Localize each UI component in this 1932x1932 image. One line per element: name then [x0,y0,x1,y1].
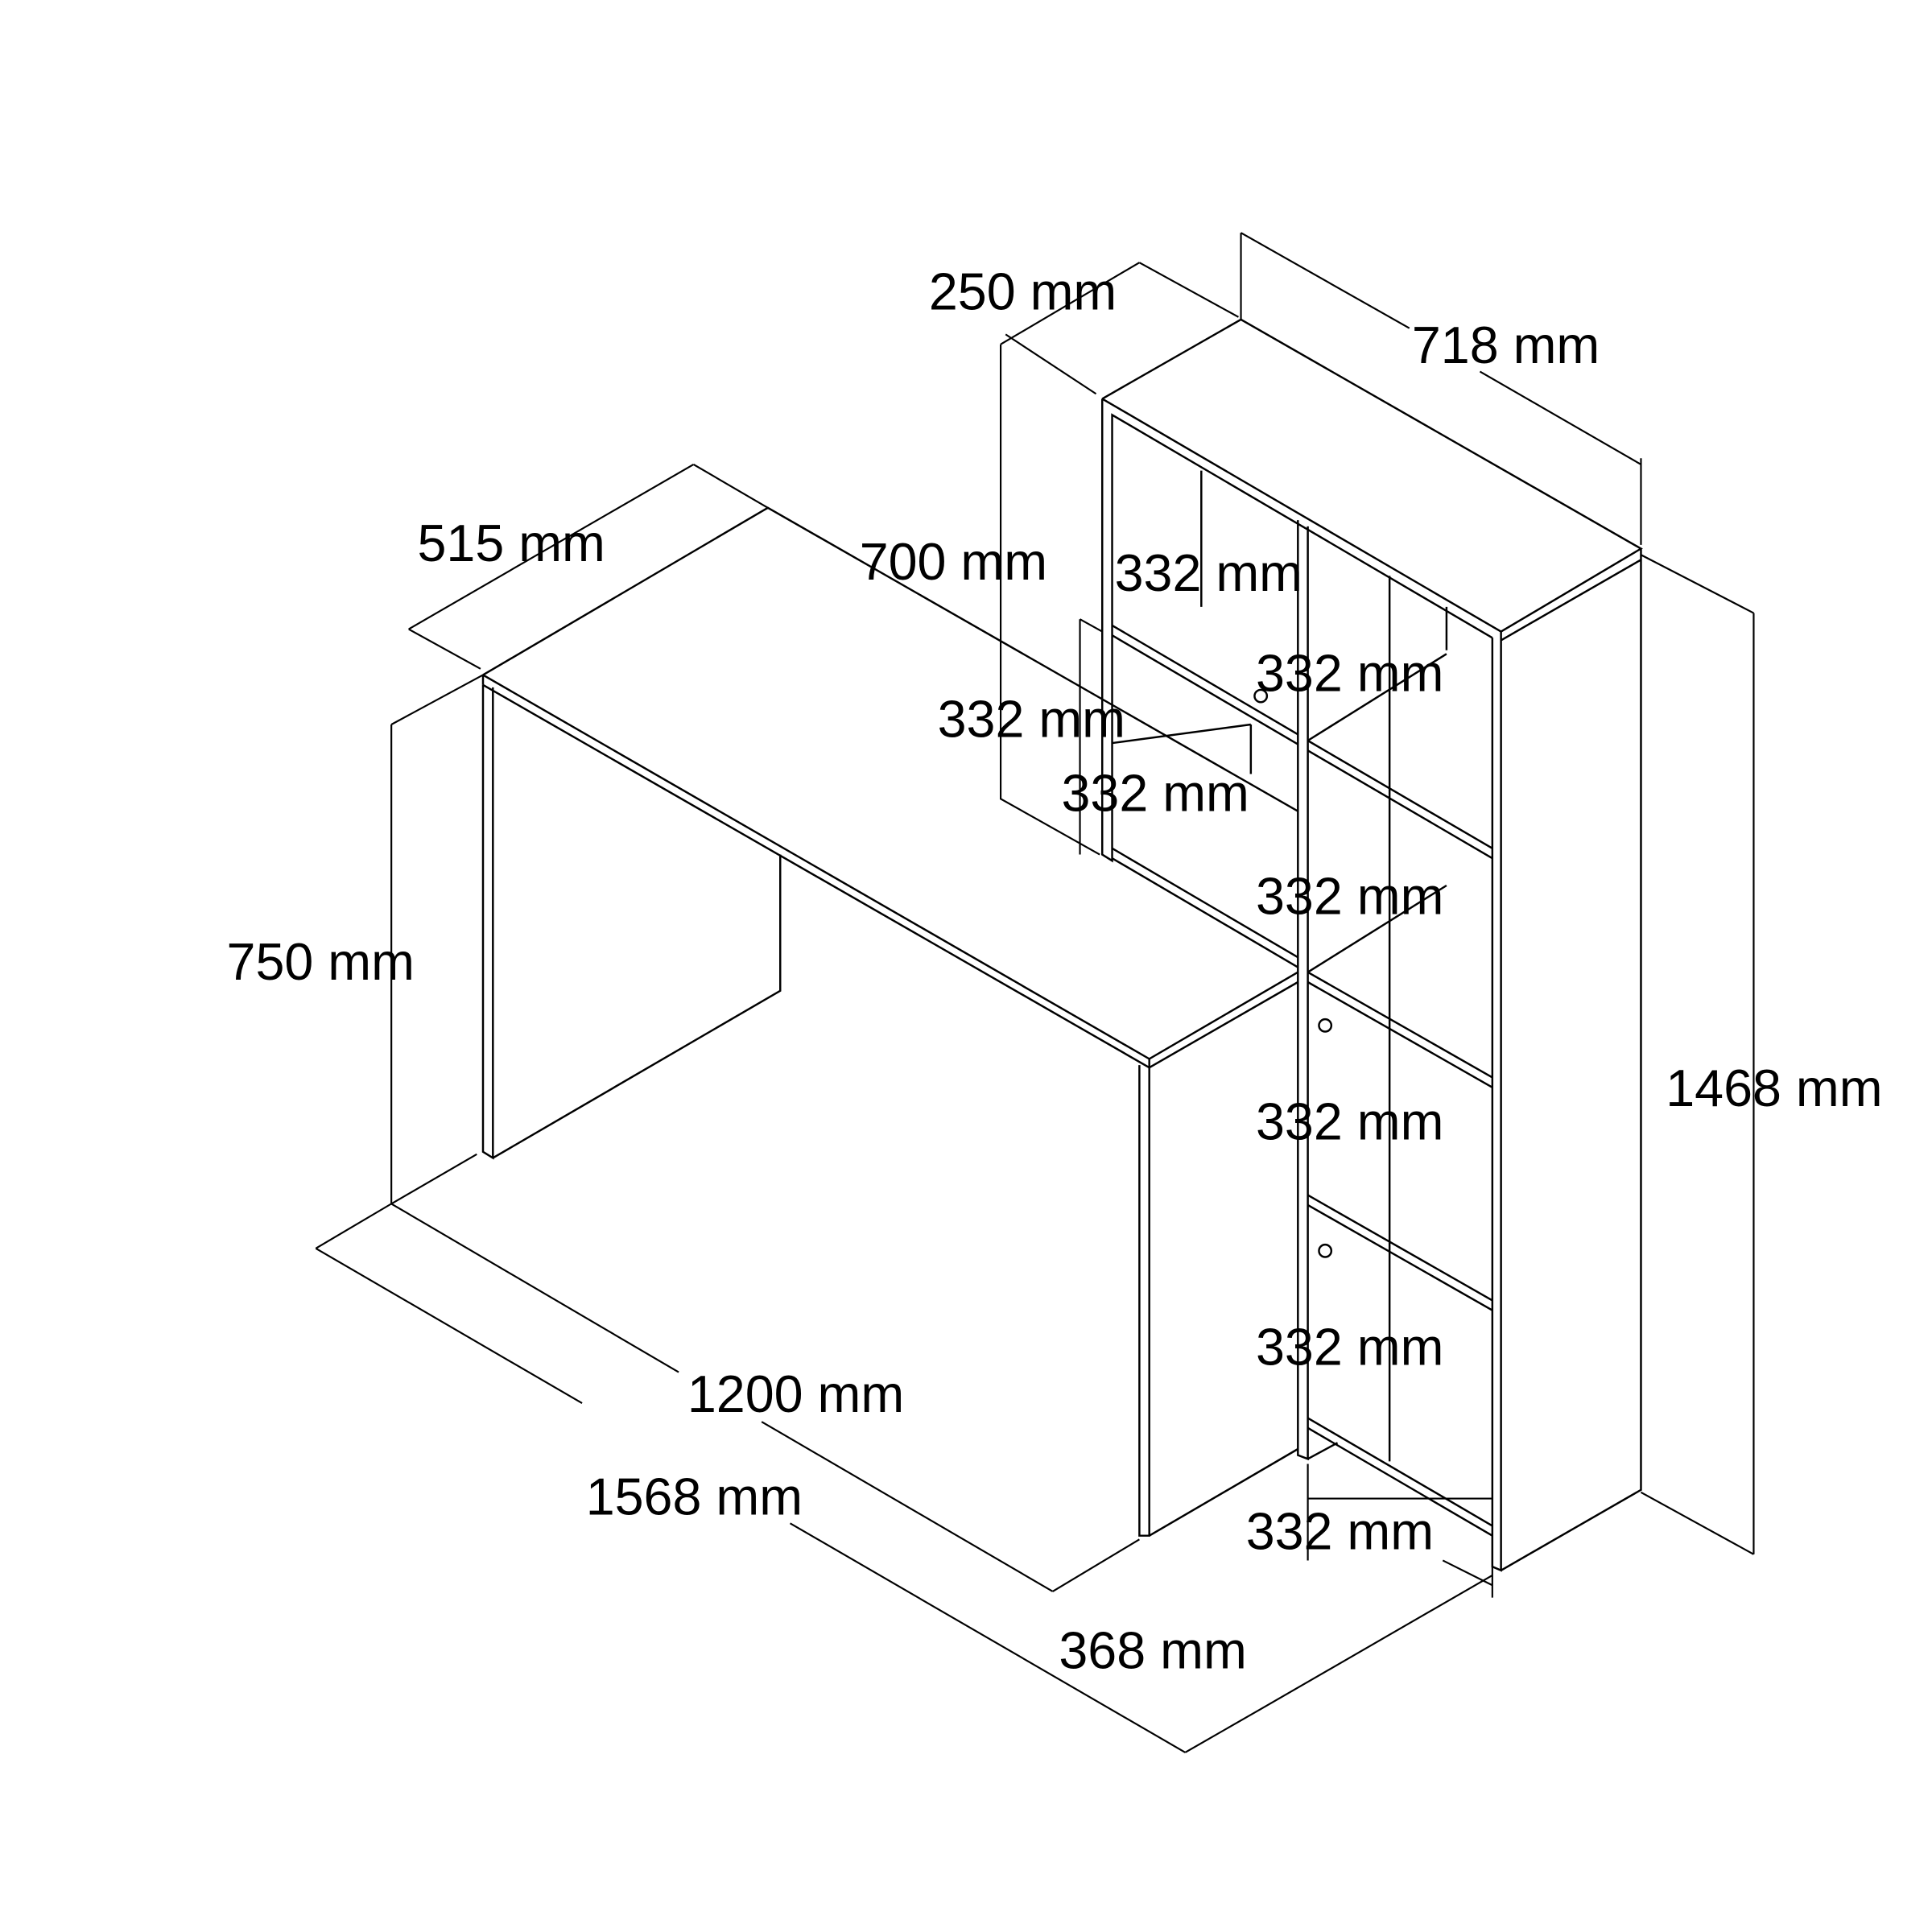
label-compartment-right-1: 332 mm [1256,644,1443,702]
label-compartment-top-left: 332 mm [1115,544,1302,602]
label-compartment-right-4: 332 mm [1256,1318,1443,1376]
label-compartment-left-width: 332 mm [1061,765,1249,823]
label-bookcase-side-depth: 368 mm [1059,1621,1246,1679]
label-compartment-left-height: 332 mm [938,690,1125,748]
label-desk-inner-width: 700 mm [860,533,1047,591]
label-desk-depth: 515 mm [417,514,605,572]
label-total-width: 1568 mm [586,1468,803,1526]
label-compartment-bottom-width: 332 mm [1246,1503,1434,1561]
label-bookcase-depth: 250 mm [929,263,1117,321]
label-desk-width: 1200 mm [687,1365,904,1423]
dimension-lines [315,232,1755,1753]
label-compartment-right-2: 332 mm [1256,867,1443,925]
label-bookcase-height: 1468 mm [1666,1059,1882,1117]
label-compartment-right-3: 332 mm [1256,1092,1443,1150]
bookcase [1101,318,1643,1572]
dimension-labels: 250 mm 718 mm 515 mm 700 mm 332 mm 332 m… [227,263,1883,1680]
label-bookcase-width: 718 mm [1412,316,1600,374]
label-desk-height: 750 mm [227,933,415,991]
